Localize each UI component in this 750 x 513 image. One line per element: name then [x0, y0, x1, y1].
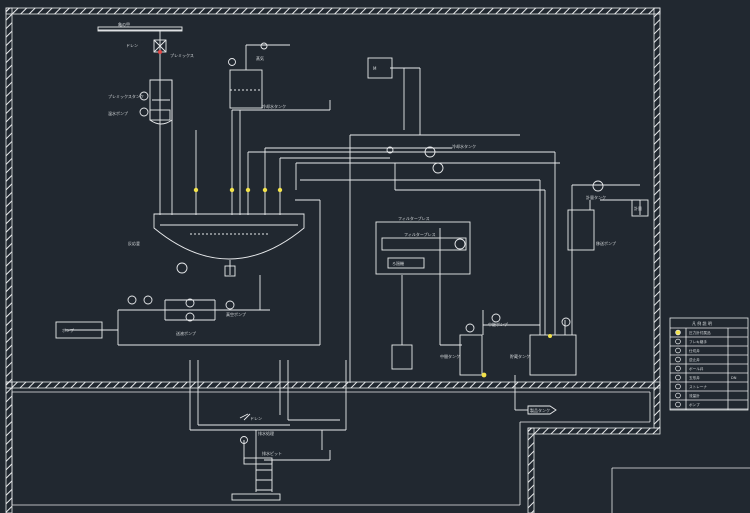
- equipment: [55, 26, 649, 501]
- right-tank-gauge-icon: [592, 180, 604, 192]
- flow-icon: [675, 392, 681, 399]
- right-small-box: [631, 199, 649, 217]
- filter-motor-icon: [454, 238, 466, 250]
- filter-box-title: フィルタープレス: [398, 215, 430, 221]
- legend-row-text: ポンプ: [689, 402, 700, 407]
- legend-row-text: ボール弁: [689, 366, 704, 371]
- drain-ladder: [255, 460, 273, 492]
- loop-vac-gauge-icon: [225, 300, 235, 310]
- loop-pump-2-icon: [185, 312, 195, 322]
- top-tank: [229, 69, 263, 109]
- controller-box-label: M: [373, 66, 377, 71]
- mid-pump-label: 中継ポンプ: [488, 321, 508, 327]
- bottom-drain-box: [243, 457, 273, 465]
- drain-valve-icon: [239, 413, 251, 421]
- feed-valve-label: ドレン: [126, 43, 138, 48]
- steam-label: 蒸気: [256, 55, 264, 61]
- loop-pump-1-icon: [185, 298, 195, 308]
- ball-icon: [675, 365, 681, 372]
- intermediate-tank: [459, 334, 483, 376]
- storage-tank: [529, 334, 577, 376]
- highlights: [158, 50, 552, 378]
- loop-pump-label: 送液ポンプ: [176, 330, 196, 336]
- header-flow-gauge-icon: [424, 146, 436, 158]
- premix-left-label: プレミックスタンク: [108, 93, 144, 99]
- filter-sub-box: [387, 257, 425, 269]
- flex-icon: [675, 338, 681, 345]
- right-tank: [567, 209, 595, 251]
- pump-icon: [675, 401, 681, 408]
- legend-row-text: ストレーナ: [689, 384, 707, 389]
- prepump-tag: プレミックス: [170, 52, 194, 58]
- reactor-vessel: [153, 213, 305, 260]
- gauge-yellow-icon: [675, 329, 681, 336]
- reactor-motor: [224, 265, 236, 277]
- legend-row-text: 玉形弁: [689, 375, 700, 380]
- filter-sub-label: ろ過機: [392, 260, 404, 266]
- legend-table: [669, 317, 749, 411]
- top-tank-gauge-icon: [228, 58, 236, 66]
- header-instrument-icon: [386, 146, 394, 154]
- loop-gauge-2-icon: [143, 295, 153, 305]
- legend-row-text: 逆止弁: [689, 357, 700, 362]
- right-pump-label: 移送ポンプ: [596, 240, 616, 246]
- legend-row-text: 流量計: [689, 393, 700, 398]
- legend-row-text: 圧力計付属品: [689, 330, 711, 335]
- check-icon: [675, 356, 681, 363]
- globe-icon: [675, 374, 681, 381]
- building-walls: [5, 7, 661, 513]
- loop-gauge-1-icon: [127, 295, 137, 305]
- tank-b-gauge-icon: [561, 317, 571, 327]
- drain-pit: [231, 493, 281, 501]
- legend-row-text: 仕切弁: [689, 348, 700, 353]
- drain-gauge-icon: [240, 436, 248, 444]
- bottom-pipe-2-label: 排水ピット: [262, 450, 282, 456]
- left-box-label: ポンプ: [62, 327, 74, 333]
- piping: [65, 29, 641, 461]
- header-flow-gauge-2-icon: [432, 162, 444, 174]
- reactor-pressure-gauge-icon: [176, 262, 188, 274]
- controller-box: [367, 57, 393, 79]
- legend-title: 凡 例 説 明: [692, 320, 712, 326]
- tank-a-label: 中間タンク: [440, 353, 460, 359]
- valve-icon: [675, 347, 681, 354]
- premix-vessel: [149, 79, 173, 125]
- premix-pump-icon: [139, 91, 149, 101]
- filter-inner-label: フィルタープレス: [404, 231, 436, 237]
- top-bar-label: 亀の甲: [118, 21, 130, 27]
- top-feed-bar: [97, 26, 183, 32]
- labels: 亀の甲 ドレン プレミックス プレミックスタンク 温水ポンプ 蒸気 冷却水タンク…: [62, 21, 642, 456]
- right-small-box-label: 計量: [634, 205, 642, 211]
- collection-drum: [391, 344, 413, 370]
- header-pump-label: 冷却水タンク: [452, 143, 476, 149]
- product-outlet-label: 製品タンク: [530, 407, 550, 413]
- legend-row-text: フレキ継手: [689, 339, 707, 344]
- y-strainer-icon: [675, 383, 681, 390]
- tank-b-label: 貯蔵タンク: [510, 353, 530, 359]
- bottom-drain-label: ドレン: [250, 416, 262, 421]
- filter-press-body: [381, 237, 467, 251]
- bottom-pipe-1-label: 排水処理: [258, 430, 274, 436]
- heater-icon: [139, 107, 149, 117]
- tank-a-gauge-icon: [465, 323, 475, 333]
- right-tank-label: 計量タンク: [586, 194, 606, 200]
- premix-mesh: [149, 109, 171, 121]
- filter-press-frame: [375, 221, 471, 275]
- cooling-tank-label: 冷却水タンク: [262, 103, 286, 109]
- product-outlet-arrow: [527, 405, 557, 415]
- mid-pump-icon: [491, 313, 501, 323]
- left-control-box: [55, 321, 103, 339]
- legend-row-note: DN: [731, 376, 737, 380]
- outer-lines: [11, 391, 750, 513]
- vac-pump-label: 真空ポンプ: [226, 311, 246, 317]
- premix-left2-label: 温水ポンプ: [108, 110, 128, 116]
- top-vent-icon: [260, 42, 268, 50]
- feed-valve-icon: [153, 39, 167, 53]
- reactor-label: 反応釜: [128, 240, 140, 246]
